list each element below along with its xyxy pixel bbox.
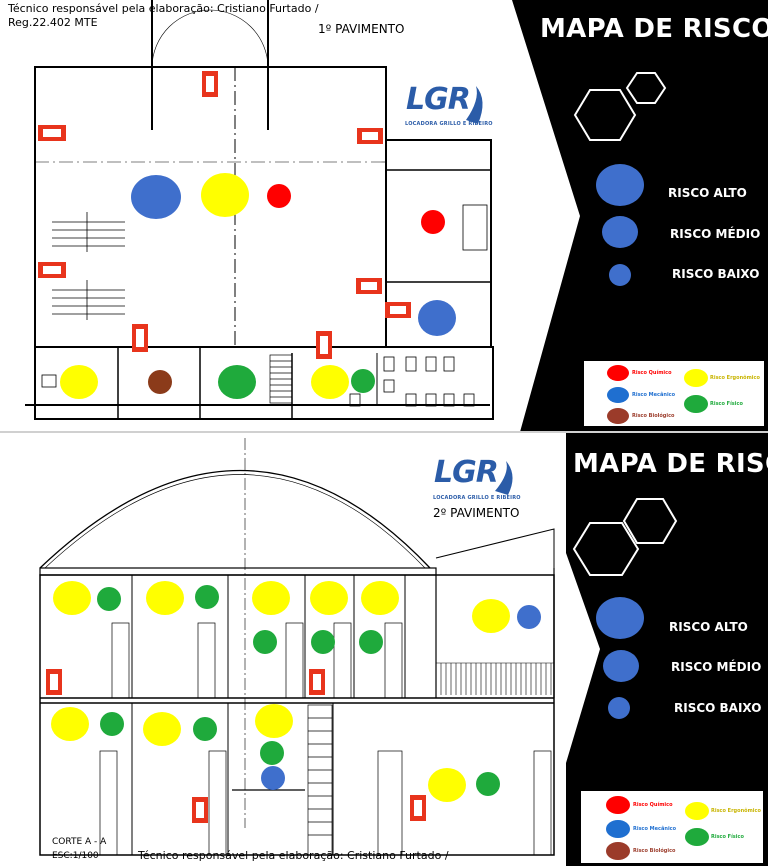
legend-swatches [606, 796, 709, 860]
risk-legend: Risco Químico Risco Ergonômico Risco Mec… [584, 361, 764, 426]
risk-circle-ergonomico [201, 173, 249, 217]
risk-circle-fisico [218, 365, 256, 399]
legend-item-mecanico: Risco Mecânico [632, 392, 676, 398]
black-side-panel [566, 433, 768, 866]
floor-plan-panel-2: MAPA DE RISCO LGR LOCADORA GRILLO E RIBE… [0, 433, 768, 866]
company-logo-subtitle: LOCADORA GRILLO E RIBEIRO [405, 121, 493, 127]
floor-plan-panel-1: Técnico responsável pela elaboração: Cri… [0, 0, 768, 432]
risk-circles-floor-1 [60, 173, 456, 399]
hexagon-icon-small [625, 72, 667, 104]
risk-legend: Risco Químico Risco Ergonômico Risco Mec… [581, 791, 763, 863]
risk-circle-mecanico [131, 175, 181, 219]
credit-text: Técnico responsável pela elaboração: Cri… [138, 849, 449, 862]
floor-label: 2º PAVIMENTO [433, 506, 520, 520]
legend-item-quimico: Risco Químico [633, 802, 673, 808]
risk-circle-mecanico [418, 300, 456, 336]
legend-item-fisico: Risco Físico [710, 401, 743, 407]
risk-circles-floor-2 [51, 581, 541, 802]
hexagon-icon-large [573, 89, 637, 141]
section-drawing [39, 433, 768, 866]
scale-circle-medium [602, 216, 638, 248]
risk-circle-biologico [148, 370, 172, 394]
scale-note: ESC:1/100 [52, 851, 99, 861]
legend-item-ergonomico: Risco Ergonômico [711, 808, 761, 814]
black-side-panel [512, 0, 768, 432]
scale-circle-high [596, 597, 644, 639]
legend-swatches [607, 365, 708, 424]
legend-item-mecanico: Risco Mecânico [633, 826, 677, 832]
legend-item-quimico: Risco Químico [632, 370, 672, 376]
map-title: MAPA DE RISCO [573, 449, 768, 479]
legend-item-biologico: Risco Biológico [632, 413, 675, 419]
credit-text: Técnico responsável pela elaboração: Cri… [8, 2, 319, 15]
panel-divider [0, 431, 768, 433]
credit-registration: Reg.22.402 MTE [8, 16, 98, 29]
risk-circle-quimico [267, 184, 291, 208]
fire-extinguisher-signs [46, 669, 426, 823]
scale-circle-low [609, 264, 631, 286]
section-label: CORTE A - A [52, 837, 107, 847]
scale-circle-low [608, 697, 630, 719]
risk-circle-quimico [421, 210, 445, 234]
company-logo: LGR [434, 455, 499, 490]
scale-label-medium: RISCO MÉDIO [671, 660, 762, 674]
floor-label: 1º PAVIMENTO [318, 22, 405, 36]
company-logo-subtitle: LOCADORA GRILLO E RIBEIRO [433, 495, 521, 501]
legend-item-fisico: Risco Físico [711, 834, 744, 840]
risk-circle-fisico [351, 369, 375, 393]
scale-circle-high [596, 164, 644, 206]
hexagon-icon-small [622, 498, 678, 544]
scale-circle-medium [603, 650, 639, 682]
floor-plan-drawing [25, 0, 768, 432]
risk-circle-ergonomico [311, 365, 349, 399]
scale-label-low: RISCO BAIXO [674, 701, 762, 715]
legend-item-ergonomico: Risco Ergonômico [710, 375, 760, 381]
scale-label-medium: RISCO MÉDIO [670, 227, 761, 241]
scale-label-high: RISCO ALTO [668, 186, 747, 200]
risk-circle-ergonomico [60, 365, 98, 399]
map-title: MAPA DE RISCO [540, 14, 768, 44]
hexagon-icon-large [572, 522, 640, 576]
scale-label-low: RISCO BAIXO [672, 267, 760, 281]
company-logo: LGR [406, 82, 471, 117]
fire-extinguisher-signs [38, 71, 411, 359]
legend-item-biologico: Risco Biológico [633, 848, 676, 854]
scale-label-high: RISCO ALTO [669, 620, 748, 634]
